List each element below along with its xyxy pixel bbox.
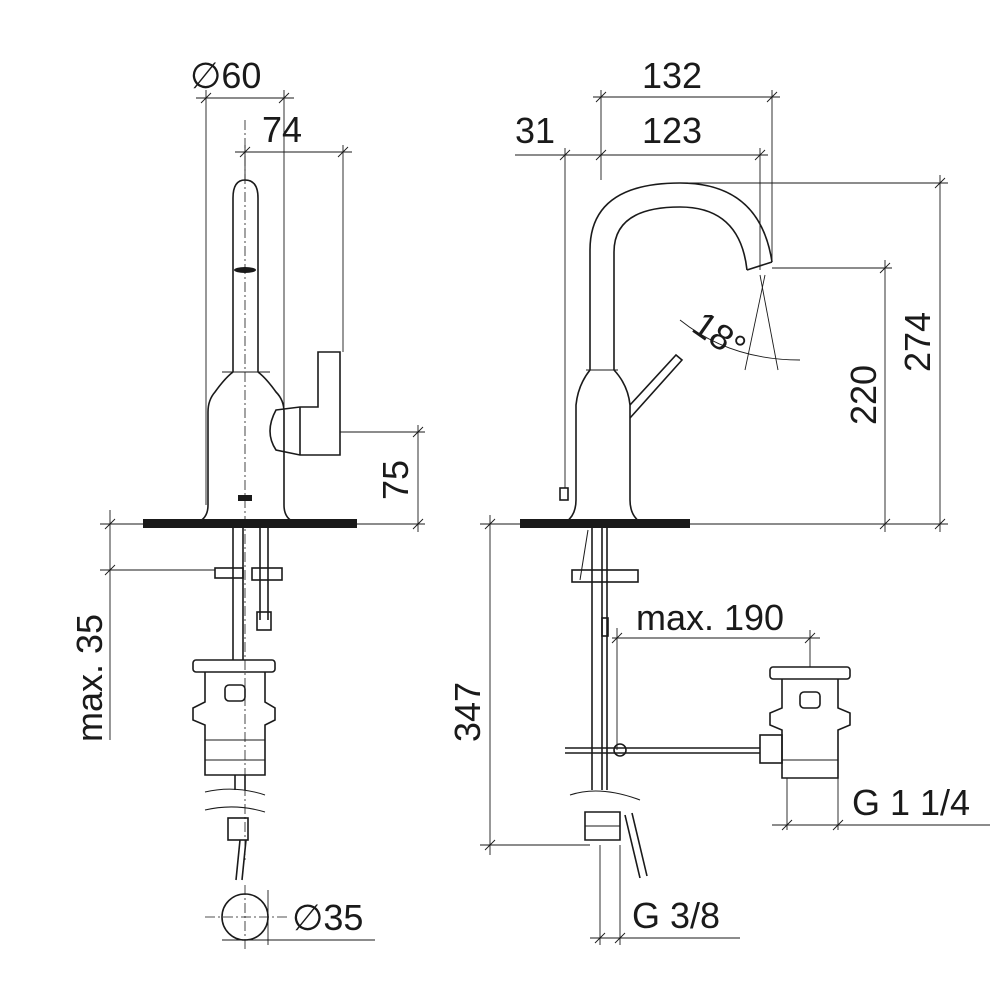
dim-74: 74 xyxy=(262,109,302,150)
basin-plate-left xyxy=(143,519,357,528)
waste-top-right xyxy=(769,666,851,680)
dim-diameter-35: ∅35 xyxy=(292,897,363,938)
dim-max-35: max. 35 xyxy=(69,614,110,742)
dim-g-3-8: G 3/8 xyxy=(632,895,720,936)
angle-valve xyxy=(584,811,621,841)
left-view-faucet xyxy=(143,120,357,950)
basin-plate-right xyxy=(520,519,690,528)
dim-347: 347 xyxy=(447,682,488,742)
dim-274: 274 xyxy=(897,312,938,372)
right-view-faucet xyxy=(520,182,851,879)
spout-inner xyxy=(613,206,748,370)
lever-side xyxy=(629,353,684,419)
dim-31: 31 xyxy=(515,110,555,151)
dim-g-1-1-4: G 1 1/4 xyxy=(852,782,970,823)
dim-220: 220 xyxy=(843,365,884,425)
dim-max-190: max. 190 xyxy=(636,597,784,638)
left-view-dimensions: ∅60 74 75 max. 35 ∅35 xyxy=(69,55,425,945)
dim-angle-18: 18° xyxy=(685,303,753,368)
dim-123: 123 xyxy=(642,110,702,151)
spout-front xyxy=(232,179,259,372)
dim-75: 75 xyxy=(375,460,416,500)
lever-handle-front xyxy=(269,351,341,456)
waste-top-left xyxy=(192,659,276,673)
body-front xyxy=(197,371,295,523)
dim-diameter-60: ∅60 xyxy=(190,55,261,96)
dim-132: 132 xyxy=(642,55,702,96)
body-side xyxy=(565,369,641,523)
